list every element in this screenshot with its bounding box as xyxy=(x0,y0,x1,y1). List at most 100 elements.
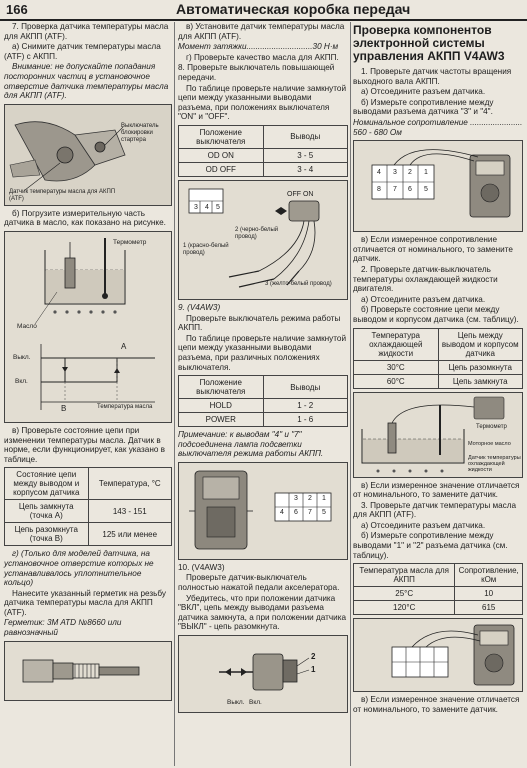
conn-pin: 7 xyxy=(393,186,397,194)
step-7: 7. Проверка датчика температуры масла дл… xyxy=(4,22,169,41)
table-header: Положение выключателя xyxy=(178,124,264,149)
step-2: 2. Проверьте датчик-выключатель температ… xyxy=(353,264,498,294)
step-3a: а) Отсоедините разъем датчика. xyxy=(361,520,486,530)
table-cell: Цепь замкнута (точка А) xyxy=(4,499,89,524)
graph-point-a: A xyxy=(121,341,127,351)
step-1b: б) Измерьте сопротивление между выводами… xyxy=(353,97,494,117)
graph-label-on: Вкл. xyxy=(15,377,28,385)
step-1: 1. Проверьте датчик частоты вращения вых… xyxy=(353,67,512,86)
step-9-text: Проверьте выключатель режима работы АКПП… xyxy=(178,313,341,333)
conn-pin: 5 xyxy=(424,186,428,194)
column-divider xyxy=(174,22,175,766)
step-3b: б) Измерьте сопротивление между выводами… xyxy=(353,531,508,560)
table-cell: Цепь разомкнута xyxy=(437,359,523,375)
step-3v: в) Если измеренное значение отличается о… xyxy=(353,695,520,714)
figure-label-2: 2 xyxy=(311,652,316,662)
pin-label: 5 xyxy=(322,508,326,516)
step-7v: в) Проверьте состояние цепи при изменени… xyxy=(4,425,166,464)
table-cell: HOLD xyxy=(178,398,264,414)
conn-pin: 1 xyxy=(424,169,428,177)
table-cell: 1 - 2 xyxy=(262,398,348,414)
step-9: 9. (V4AW3) xyxy=(178,302,221,312)
table-header: Выводы xyxy=(262,375,348,400)
figure-sensor-thread xyxy=(4,640,172,701)
table-cell: 30°С xyxy=(353,359,439,375)
pin-label: 7 xyxy=(308,508,312,516)
figure-label-starter-switch: Выключатель блокировки стартера xyxy=(121,122,159,143)
step-10-text2: Убедитесь, что при положении датчика "ВК… xyxy=(178,593,347,632)
label-thermometer: Термометр xyxy=(113,238,147,246)
pin-label: 3 xyxy=(194,203,198,211)
figure-overdrive-switch: 3 4 5 OFF ON 2 (черно-белый провод) 1 (к… xyxy=(178,179,348,300)
pin-label: 6 xyxy=(294,508,298,516)
page-header: 166 Автоматическая коробка передач xyxy=(0,0,527,21)
step-1a: а) Отсоедините разъем датчика. xyxy=(361,87,486,97)
table-header: Сопротивление, кОм xyxy=(454,563,523,588)
step-7b: б) Погрузите измерительную часть датчика… xyxy=(4,208,166,228)
conn-pin: 8 xyxy=(377,186,381,194)
table-header: Выводы xyxy=(262,124,348,149)
step-7a: а) Снимите датчик температуры масла (ATF… xyxy=(4,42,161,61)
table-cell: OD ON xyxy=(178,147,264,163)
table-cell: 120°С xyxy=(352,600,456,616)
label-on: Вкл. xyxy=(249,699,262,707)
step-10: 10. (V4AW3) xyxy=(178,562,225,572)
step-7g-text: Нанесите указанный герметик на резьбу да… xyxy=(4,588,166,617)
table-cell: POWER xyxy=(178,412,264,428)
table-header: Температура охлаждающей жидкости xyxy=(353,327,439,361)
label-coolant-sensor: Датчик температуры охлаждающей жидкости xyxy=(468,454,521,473)
table-cell: 1 - 6 xyxy=(262,412,348,428)
nominal-resistance: Номинальное сопротивление ..............… xyxy=(353,117,523,137)
table-header: Температура масла для АКПП xyxy=(352,563,456,588)
figure-sensor-location: Выключатель блокировки стартера Датчик т… xyxy=(4,103,172,206)
table-cell: 615 xyxy=(454,600,523,616)
label-wire-3: 3 (желто-белый провод) xyxy=(265,280,332,287)
label-wire-2: 2 (черно-белый провод) xyxy=(235,226,279,240)
mode-switch-note: Примечание: к выводам "4" и "7" подсоеди… xyxy=(178,430,324,459)
warning-note: Внимание: не допускайте попадания постор… xyxy=(4,62,169,101)
table-cell: 143 - 151 xyxy=(87,499,172,524)
step-8: 8. Проверьте выключатель повышающей пере… xyxy=(178,63,335,82)
pin-label: 3 xyxy=(294,494,298,502)
table-header: Состояние цепи между выводом и корпусом … xyxy=(4,467,89,501)
figure-atf-sensor-test xyxy=(353,618,523,693)
column-left: 7. Проверка датчика температуры масла дл… xyxy=(4,22,172,704)
pin-label: 5 xyxy=(216,203,220,211)
table-cell: 3 - 5 xyxy=(262,147,348,163)
step-2a: а) Отсоедините разъем датчика. xyxy=(361,294,486,304)
table-cell: 60°С xyxy=(353,373,439,389)
table-header: Положение выключателя xyxy=(178,375,264,400)
step-7g: г) (Только для моделей датчика, на устан… xyxy=(4,549,154,588)
label-thermometer: Термометр xyxy=(476,423,507,430)
figure-speed-sensor: 4 3 2 1 8 7 6 5 xyxy=(353,140,523,233)
column-divider xyxy=(350,22,351,766)
pin-label: 4 xyxy=(280,508,284,516)
figure-mode-switch: 3 2 1 4 6 7 5 xyxy=(178,461,348,560)
page-number: 166 xyxy=(6,2,28,17)
table-coolant-switch: Температура охлаждающей жидкости Цепь ме… xyxy=(353,327,523,389)
step-9-text2: По таблице проверьте наличие замкнутой ц… xyxy=(178,333,347,372)
pin-label: 1 xyxy=(322,494,326,502)
graph-point-b: B xyxy=(61,403,67,413)
label-off-on: OFF ON xyxy=(287,190,314,198)
table-cell: 25°С xyxy=(352,586,456,602)
table-cell: Цепь разомкнута (точка В) xyxy=(4,522,89,547)
pin-label: 2 xyxy=(308,494,312,502)
figure-label-1: 1 xyxy=(311,665,316,675)
figure-accelerator-switch: 2 1 Выкл. Вкл. xyxy=(178,635,348,714)
label-motor-oil: Моторное масло xyxy=(468,440,511,447)
step-2b: б) Проверьте состояние цепи между выводо… xyxy=(353,305,519,324)
step-10-text: Проверьте датчик-выключатель полностью н… xyxy=(178,573,340,593)
table-header: Цепь между выводом и корпусом датчика xyxy=(437,327,523,361)
step-7g3: г) Проверьте качество масла для АКПП. xyxy=(186,52,339,62)
table-header: Температура, °С xyxy=(87,467,172,501)
section-title: Проверка компонентов электронной системы… xyxy=(353,23,505,63)
figure-oil-test: Термометр Масло Выкл. Вкл. A B Температу… xyxy=(4,230,172,423)
pin-label: 4 xyxy=(205,203,209,211)
graph-x-label: Температура масла xyxy=(97,403,153,410)
step-7v2: в) Установите датчик температуры масла д… xyxy=(178,22,345,41)
figure-coolant-sensor: Термометр Моторное масло Датчик температ… xyxy=(353,391,523,478)
step-8-text: По таблице проверьте наличие замкнутой ц… xyxy=(178,83,347,122)
column-right: Проверка компонентов электронной системы… xyxy=(352,22,523,715)
